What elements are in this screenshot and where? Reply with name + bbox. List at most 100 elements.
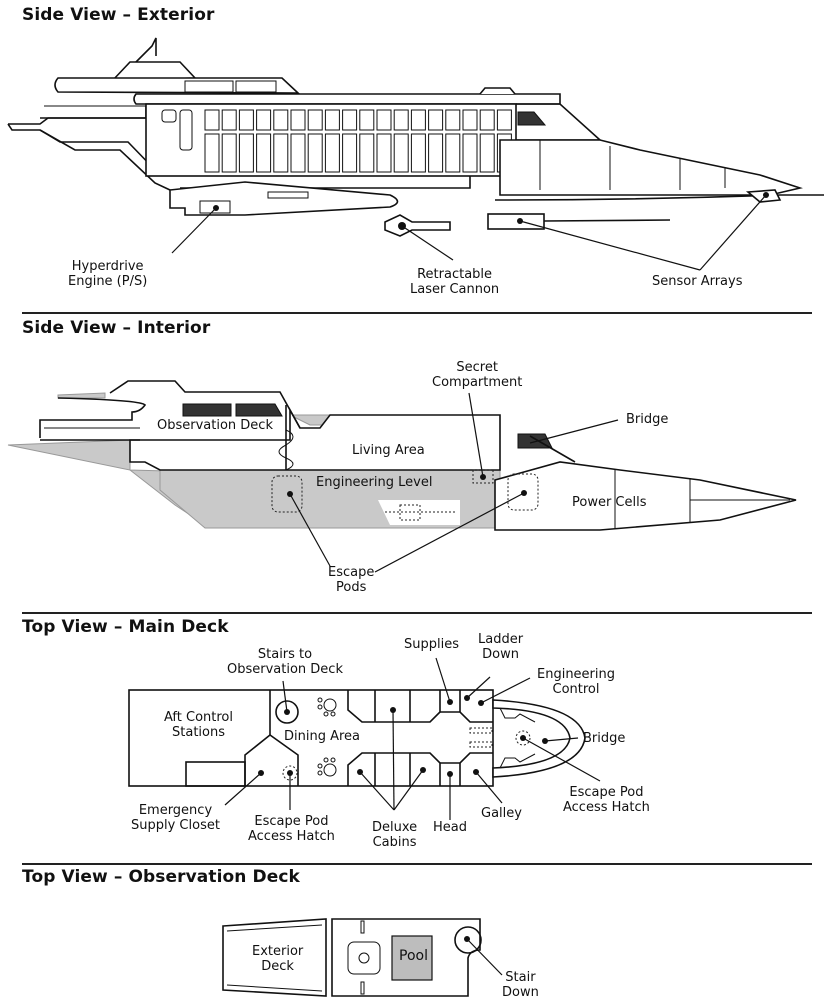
label-escape-pods: Escape Pods <box>328 565 374 595</box>
label-secret-line2: Compartment <box>432 375 523 390</box>
hull-window <box>445 133 461 173</box>
hull-window <box>342 109 358 131</box>
escape-pod-aft <box>271 475 303 513</box>
label-ladder-line1: Ladder <box>478 632 524 647</box>
section-title-exterior: Side View – Exterior <box>22 5 215 25</box>
hull-window <box>479 109 495 131</box>
hull-window <box>410 133 426 173</box>
label-aft-control: Aft Control Stations <box>164 710 233 740</box>
label-hyperdrive-line1: Hyperdrive <box>71 259 144 274</box>
label-pool: Pool <box>399 948 428 964</box>
label-engineering-control: Engineering Control <box>537 667 615 697</box>
label-sensor-arrays: Sensor Arrays <box>652 274 743 289</box>
label-deluxe-cabins: Deluxe Cabins <box>372 820 417 850</box>
hull-window <box>273 133 289 173</box>
label-exterior-line2: Deck <box>261 959 294 974</box>
hot-tub <box>347 941 381 975</box>
hull-window <box>238 133 254 173</box>
label-eng-line1: Engineering <box>537 667 615 682</box>
label-cannon-line1: Retractable <box>417 267 493 282</box>
label-escape-pods-line1: Escape <box>328 565 375 580</box>
hull-window <box>393 109 409 131</box>
antenna-fin <box>135 37 157 63</box>
label-escape-left-line2: Access Hatch <box>248 829 335 844</box>
label-secret-line1: Secret <box>456 360 498 375</box>
label-bridge-interior: Bridge <box>626 412 669 427</box>
label-stair-down: Stair Down <box>502 970 539 1000</box>
label-exterior-deck: Exterior Deck <box>252 944 303 974</box>
hull-window <box>256 133 272 173</box>
hull-window <box>462 109 478 131</box>
hull-window <box>410 109 426 131</box>
sensor-pod-lower <box>487 213 545 230</box>
label-escape-right-line2: Access Hatch <box>563 800 650 815</box>
label-stair-line2: Down <box>502 985 539 1000</box>
label-hyperdrive: Hyperdrive Engine (P/S) <box>68 259 147 289</box>
stair-down-circle <box>454 926 482 954</box>
hull-window <box>273 109 289 131</box>
section-title-main-deck: Top View – Main Deck <box>22 617 229 637</box>
section-divider <box>22 312 812 314</box>
hull-window <box>290 109 306 131</box>
hull-window <box>256 109 272 131</box>
label-stair-line1: Stair <box>505 970 536 985</box>
label-stairs-line1: Stairs to <box>257 647 313 662</box>
hull-window <box>428 133 444 173</box>
laser-cannon <box>384 214 451 237</box>
hull-window <box>428 109 444 131</box>
label-ladder-line2: Down <box>482 647 519 662</box>
label-deluxe-line1: Deluxe <box>372 820 418 835</box>
lower-hull-step <box>7 123 471 189</box>
label-galley: Galley <box>481 806 522 821</box>
hull-window <box>376 133 392 173</box>
bridge-hull <box>492 699 586 778</box>
hull-window <box>445 109 461 131</box>
section-title-observation-deck: Top View – Observation Deck <box>22 867 300 887</box>
living-area <box>129 406 501 471</box>
hull-window <box>238 109 254 131</box>
label-cannon-line2: Laser Cannon <box>410 282 500 297</box>
window-grid <box>204 109 512 173</box>
hull-window <box>462 133 478 173</box>
hull-window <box>204 133 220 173</box>
label-eng-line2: Control <box>552 682 600 697</box>
hull-window <box>376 109 392 131</box>
label-bridge-main: Bridge <box>583 731 626 746</box>
hull-window <box>290 133 306 173</box>
label-escape-pod-right: Escape Pod Access Hatch <box>563 785 650 815</box>
label-emergency-closet: Emergency Supply Closet <box>131 803 220 833</box>
section-divider <box>22 863 812 865</box>
secret-compartment <box>472 469 494 484</box>
obs-window-1 <box>182 403 232 417</box>
upper-deck <box>54 77 301 94</box>
section-title-interior: Side View – Interior <box>22 318 211 338</box>
hull-window <box>307 109 323 131</box>
hull-window <box>359 133 375 173</box>
label-hyperdrive-line2: Engine (P/S) <box>68 274 148 289</box>
hull-window <box>221 109 237 131</box>
hull-window <box>496 109 512 131</box>
label-living-area: Living Area <box>352 443 425 458</box>
label-aft-line2: Stations <box>172 725 225 740</box>
label-escape-left-line1: Escape Pod <box>254 814 329 829</box>
label-emergency-line2: Supply Closet <box>131 818 220 833</box>
label-dining-area: Dining Area <box>284 729 361 744</box>
hull-window <box>393 133 409 173</box>
label-escape-pod-left: Escape Pod Access Hatch <box>248 814 335 844</box>
power-cells-nose <box>494 461 797 531</box>
hull-window <box>204 109 220 131</box>
main-deck-outline <box>128 689 494 787</box>
hull-window <box>324 109 340 131</box>
hull-window <box>307 133 323 173</box>
label-aft-line1: Aft Control <box>164 710 233 725</box>
pool <box>391 935 433 981</box>
label-supplies: Supplies <box>404 637 459 652</box>
label-engineering-level: Engineering Level <box>316 475 433 490</box>
upper-cabins <box>347 690 441 723</box>
exterior-deck-outline <box>222 918 327 997</box>
hull-window <box>324 133 340 173</box>
